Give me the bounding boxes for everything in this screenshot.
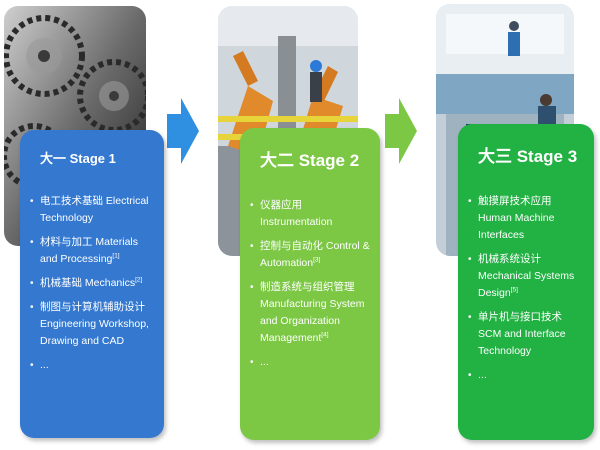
stage-2-card: 大二 Stage 2 仪器应用 Instrumentation 控制与自动化 C… [240, 128, 380, 440]
list-item: 制图与计算机辅助设计 Engineering Workshop, Drawing… [30, 299, 154, 350]
list-item: 材料与加工 Materials and Processing[1] [30, 234, 154, 268]
list-item: 制造系统与组织管理 Manufacturing System and Organ… [250, 279, 370, 347]
list-item: 机械基础 Mechanics[2] [30, 275, 154, 292]
arrow-right-icon [167, 98, 199, 164]
arrow-right-icon [385, 98, 417, 164]
stage-3-title: 大三 Stage 3 [478, 147, 578, 166]
stage-3-card: 大三 Stage 3 触摸屏技术应用 Human Machine Interfa… [458, 124, 594, 440]
list-item: 电工技术基础 Electrical Technology [30, 193, 154, 227]
list-item: 仪器应用 Instrumentation [250, 197, 370, 231]
stage-3-course-list: 触摸屏技术应用 Human Machine Interfaces 机械系统设计 … [468, 193, 584, 384]
list-item: 单片机与接口技术 SCM and Interface Technology [468, 309, 584, 360]
list-item: 触摸屏技术应用 Human Machine Interfaces [468, 193, 584, 244]
list-item: 控制与自动化 Control & Automation[3] [250, 238, 370, 272]
stage-1-title: 大一 Stage 1 [40, 151, 116, 166]
stage-2-course-list: 仪器应用 Instrumentation 控制与自动化 Control & Au… [250, 197, 370, 371]
stage-2-title: 大二 Stage 2 [260, 151, 360, 170]
stage-1-course-list: 电工技术基础 Electrical Technology 材料与加工 Mater… [30, 193, 154, 374]
list-item: ... [468, 367, 584, 384]
stage-1-card: 大一 Stage 1 电工技术基础 Electrical Technology … [20, 130, 164, 438]
list-item: ... [250, 354, 370, 371]
list-item: 机械系统设计 Mechanical Systems Design[5] [468, 251, 584, 302]
list-item: ... [30, 357, 154, 374]
